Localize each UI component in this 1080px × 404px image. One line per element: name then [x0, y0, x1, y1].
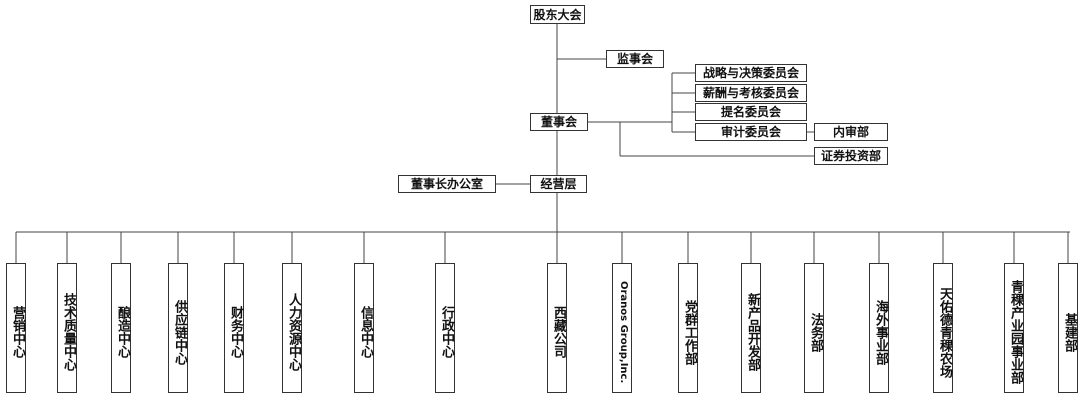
committee-compensation-box: 薪酬与考核委员会	[695, 84, 807, 102]
dept-brewing: 酿造中心	[111, 263, 131, 393]
dept-barley-park: 青稞产业园事业部	[1004, 263, 1024, 393]
internal-audit-box: 内审部	[814, 123, 888, 141]
securities-investment-box: 证券投资部	[814, 147, 888, 165]
committee-audit-box: 审计委员会	[695, 123, 807, 141]
dept-human-resources: 人力资源中心	[282, 263, 302, 393]
committee-strategy-box: 战略与决策委员会	[695, 64, 807, 82]
dept-finance: 财务中心	[224, 263, 244, 393]
dept-supply-chain: 供应链中心	[168, 263, 188, 393]
supervisory-board-box: 监事会	[606, 50, 664, 68]
dept-party-affairs: 党群工作部	[678, 263, 698, 393]
dept-tibet-company: 西藏公司	[547, 263, 567, 393]
dept-barley-farm: 天佑德青稞农场	[933, 263, 953, 393]
dept-oranos-group: Oranos Group,Inc.	[612, 263, 632, 393]
dept-new-product: 新产品开发部	[741, 263, 761, 393]
chairman-office-box: 董事长办公室	[398, 175, 496, 193]
management-box: 经营层	[530, 175, 587, 193]
dept-overseas: 海外事业部	[869, 263, 889, 393]
board-of-directors-box: 董事会	[530, 113, 588, 131]
shareholders-meeting-box: 股东大会	[530, 5, 585, 24]
committee-nomination-box: 提名委员会	[695, 103, 807, 121]
dept-marketing: 营销中心	[6, 263, 26, 393]
dept-legal: 法务部	[804, 263, 824, 393]
dept-infrastructure: 基建部	[1058, 263, 1078, 393]
dept-tech-quality: 技术质量中心	[57, 263, 77, 393]
dept-information: 信息中心	[354, 263, 374, 393]
dept-administration: 行政中心	[435, 263, 455, 393]
